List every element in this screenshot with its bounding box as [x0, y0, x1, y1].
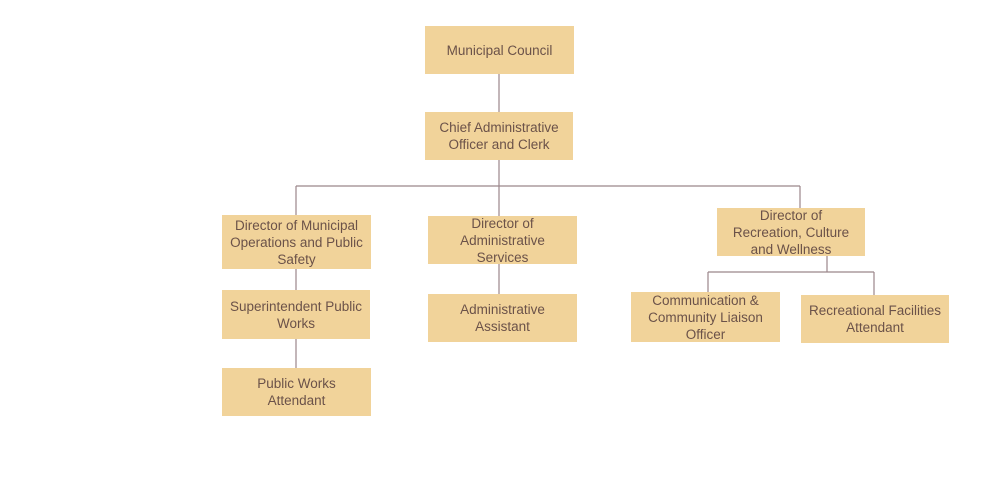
node-label: Administrative Assistant	[460, 302, 545, 334]
node-label: Municipal Council	[446, 42, 553, 58]
node-director-recreation: Director of Recreation, Culture and Well…	[717, 207, 865, 257]
node-administrative-assistant: Administrative Assistant	[428, 294, 577, 342]
node-municipal-council: Municipal Council	[425, 26, 574, 74]
node-label: Communication & Community Liaison Office…	[648, 292, 763, 342]
node-label: Chief Administrative Officer and Clerk	[439, 120, 559, 152]
node-public-works-attendant: Public Works Attendant	[222, 368, 371, 416]
node-label: Director of Recreation, Culture and Well…	[732, 207, 850, 257]
node-label: Superintendent Public Works	[229, 298, 363, 331]
node-chief-administrative-officer: Chief Administrative Officer and Clerk	[425, 112, 573, 160]
node-director-municipal-operations: Director of Municipal Operations and Pub…	[222, 215, 371, 269]
node-director-administrative-services: Director of Administrative Services	[428, 215, 577, 265]
node-label: Director of Municipal Operations and Pub…	[230, 217, 363, 267]
node-label: Public Works Attendant	[257, 376, 336, 408]
node-label: Director of Administrative Services	[460, 215, 545, 265]
node-recreational-facilities-attendant: Recreational Facilities Attendant	[801, 295, 949, 343]
node-communication-liaison-officer: Communication & Community Liaison Office…	[631, 292, 780, 342]
node-superintendent-public-works: Superintendent Public Works	[222, 290, 370, 339]
node-label: Recreational Facilities Attendant	[808, 303, 942, 335]
